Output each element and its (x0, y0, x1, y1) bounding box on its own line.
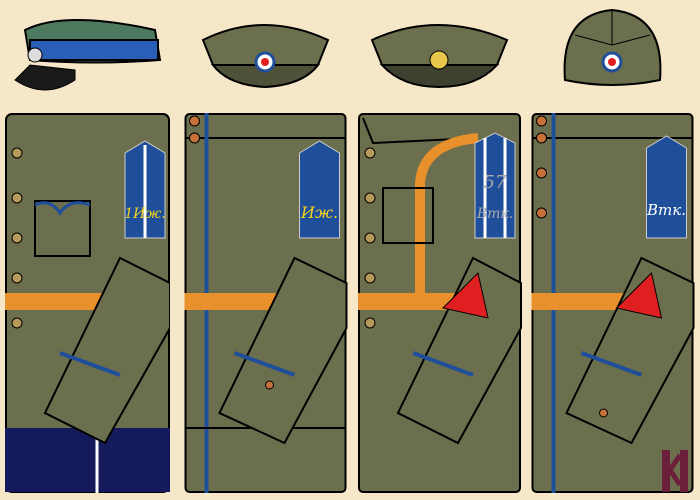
shoulder-board-text: Втк. (646, 201, 686, 219)
shoulder-board-text: Иж. (300, 203, 338, 222)
shoulder-board-text: Втк. (476, 206, 513, 222)
uniform-panel-4: Втк. (531, 113, 695, 493)
shoulder-board-text: 1Иж. (124, 206, 165, 222)
round-cap-4 (563, 8, 662, 86)
uniform-panel-2: Иж. (184, 113, 348, 493)
uniform-panel-3: 57 Втк. (358, 113, 522, 493)
artist-logo (662, 450, 688, 492)
shoulder-board-number: 57 (484, 172, 507, 193)
peaked-cap-3 (370, 24, 509, 89)
field-cap-2 (201, 24, 330, 89)
red-triangle-badge-icon (615, 272, 663, 319)
red-triangle-badge-icon (442, 272, 489, 319)
uniform-panel-1: 1Иж. (5, 113, 170, 493)
peaked-cap-1 (14, 19, 162, 91)
